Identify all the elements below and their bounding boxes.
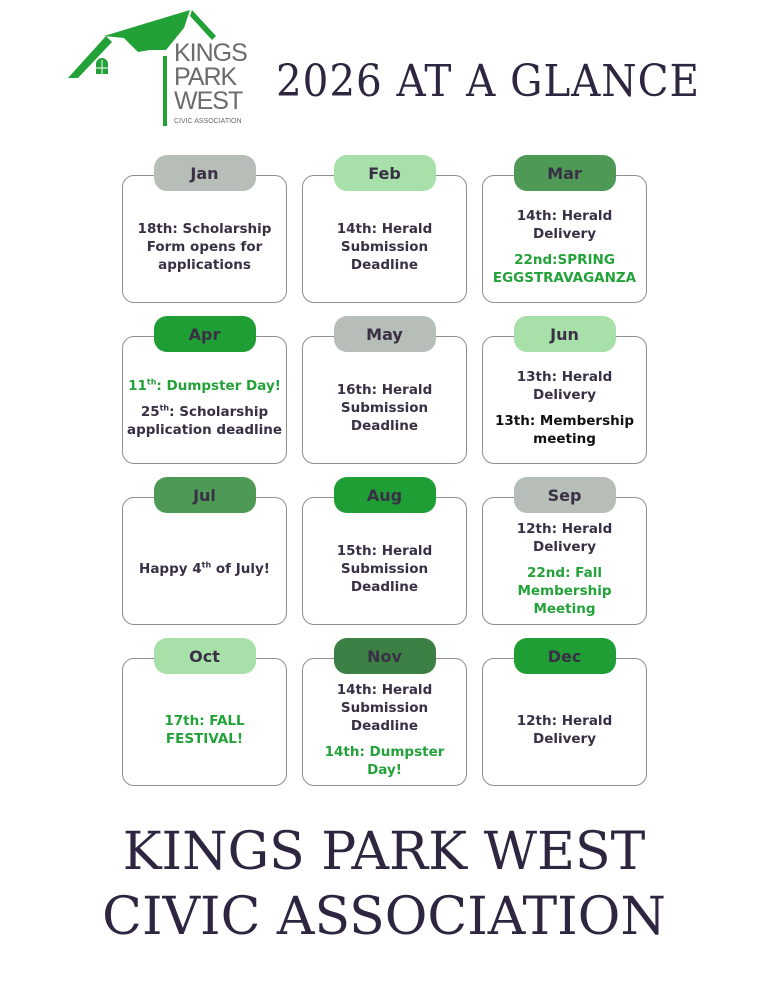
month-card-jan: Jan 18th: Scholarship Form opens for appl…	[122, 155, 287, 303]
month-events: 13th: Herald Delivery 13th: Membership me…	[483, 353, 646, 463]
event-day: 25	[140, 404, 160, 420]
event-item: 22nd:SPRING EGGSTRAVAGANZA	[492, 252, 637, 286]
month-label: Oct	[153, 638, 256, 674]
month-label: Jun	[513, 316, 616, 352]
month-events: 16th: Herald Submission Deadline	[303, 353, 466, 463]
month-label: May	[333, 316, 436, 352]
logo-line: WEST	[174, 87, 243, 115]
month-label: Mar	[513, 155, 616, 191]
month-label: Feb	[333, 155, 436, 191]
event-item: 14th: Herald Submission Deadline	[336, 221, 433, 273]
month-card-feb: Feb 14th: Herald Submission Deadline	[302, 155, 467, 303]
month-events: Happy 4th of July!	[123, 514, 286, 624]
footer-line-1: KINGS PARK WEST	[122, 822, 646, 882]
month-events: 17th: FALL FESTIVAL!	[123, 675, 286, 785]
month-label: Dec	[513, 638, 616, 674]
footer-line-2: CIVIC ASSOCIATION	[102, 887, 666, 947]
page-title: 2026 AT A GLANCE	[276, 56, 700, 107]
event-item: 18th: Scholarship Form opens for applica…	[137, 221, 272, 273]
event-item: 14th: Dumpster Day!	[324, 744, 445, 778]
ordinal-suffix: th	[159, 403, 170, 413]
month-events: 12th: Herald Delivery 22nd: Fall Membersh…	[483, 514, 646, 624]
event-day: 11	[128, 378, 147, 394]
month-events: 14th: Herald Submission Deadline 14th: Du…	[303, 675, 466, 785]
house-logo-icon	[68, 10, 216, 126]
event-text: of July!	[211, 561, 270, 577]
event-item: 15th: Herald Submission Deadline	[336, 543, 433, 595]
ordinal-suffix: th	[146, 377, 157, 387]
kpw-logo: KINGS PARK WEST CIVIC ASSOCIATION	[66, 8, 266, 130]
month-label: Jul	[153, 477, 256, 513]
event-item: 11th: Dumpster Day!	[128, 377, 281, 395]
month-card-oct: Oct 17th: FALL FESTIVAL!	[122, 638, 287, 786]
month-card-dec: Dec 12th: Herald Delivery	[482, 638, 647, 786]
event-item: Happy 4th of July!	[139, 560, 270, 578]
month-events: 18th: Scholarship Form opens for applica…	[123, 192, 286, 302]
event-item: 16th: Herald Submission Deadline	[336, 382, 433, 434]
event-day: Happy 4	[139, 561, 202, 577]
month-events: 15th: Herald Submission Deadline	[303, 514, 466, 624]
ordinal-suffix: th	[201, 560, 212, 570]
month-events: 11th: Dumpster Day!25th: Scholarship app…	[123, 353, 286, 463]
logo-wordmark: KINGS PARK WEST	[174, 39, 248, 115]
event-item: 25th: Scholarship application deadline	[125, 403, 284, 439]
month-events: 12th: Herald Delivery	[483, 675, 646, 785]
event-item: 12th: Herald Delivery	[516, 521, 613, 555]
event-item: 22nd: Fall Membership Meeting	[517, 565, 612, 617]
month-label: Apr	[153, 316, 256, 352]
event-item: 13th: Herald Delivery	[516, 369, 613, 403]
logo-line: PARK	[174, 63, 237, 91]
event-text: : Dumpster Day!	[156, 378, 281, 394]
month-label: Nov	[333, 638, 436, 674]
event-item: 12th: Herald Delivery	[516, 713, 613, 747]
month-label: Jan	[153, 155, 256, 191]
month-card-sep: Sep 12th: Herald Delivery 22nd: Fall Membe…	[482, 477, 647, 625]
month-card-may: May 16th: Herald Submission Deadline	[302, 316, 467, 464]
month-card-aug: Aug 15th: Herald Submission Deadline	[302, 477, 467, 625]
month-label: Aug	[333, 477, 436, 513]
event-item: 14th: Herald Delivery	[516, 208, 613, 242]
logo-subtitle: CIVIC ASSOCIATION	[174, 118, 242, 125]
event-item: 17th: FALL FESTIVAL!	[164, 713, 245, 747]
month-label: Sep	[513, 477, 616, 513]
event-item: 13th: Membership meeting	[494, 413, 635, 447]
month-card-mar: Mar 14th: Herald Delivery 22nd:SPRING EGGS…	[482, 155, 647, 303]
month-card-jun: Jun 13th: Herald Delivery 13th: Membership…	[482, 316, 647, 464]
logo-line: KINGS	[174, 39, 248, 67]
month-events: 14th: Herald Submission Deadline	[303, 192, 466, 302]
month-events: 14th: Herald Delivery 22nd:SPRING EGGSTRA…	[483, 192, 646, 302]
event-text: : Scholarship application deadline	[126, 404, 283, 438]
event-item: 14th: Herald Submission Deadline	[336, 682, 433, 734]
